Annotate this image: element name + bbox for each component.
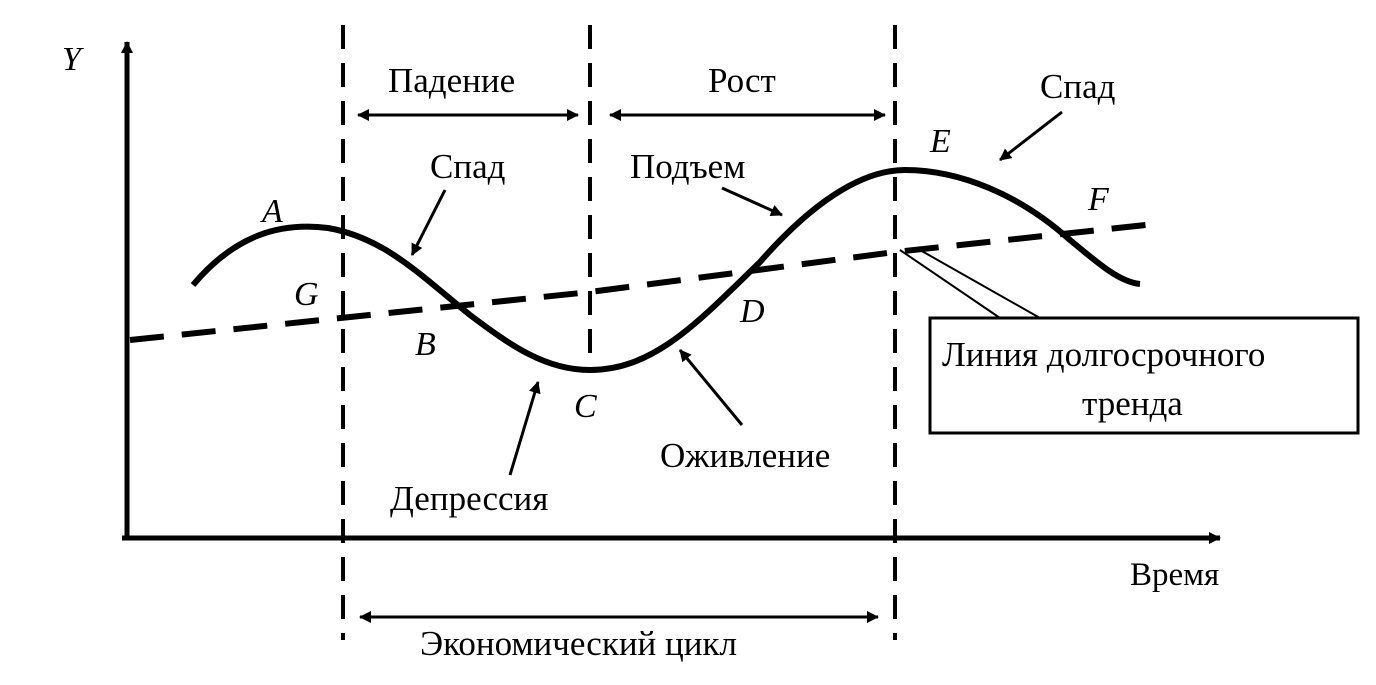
rise-label: Подъем xyxy=(630,147,745,186)
point-b: B xyxy=(415,326,436,363)
trend-callout-line2: тренда xyxy=(1082,384,1183,423)
y-axis-label: Y xyxy=(62,41,84,78)
point-g: G xyxy=(294,276,319,313)
depression-pointer xyxy=(508,381,541,476)
depression-label: Депрессия xyxy=(390,479,548,518)
cycle-curve xyxy=(190,166,1141,374)
trend-callout-line1: Линия долгосрочного xyxy=(942,335,1265,374)
decline-left-label: Спад xyxy=(430,147,506,186)
trend-callout-line-2 xyxy=(919,249,1041,319)
point-f: F xyxy=(1087,181,1110,218)
decline-right-pointer xyxy=(999,110,1063,162)
growth-phase-label: Рост xyxy=(708,61,776,100)
decline-right-label: Спад xyxy=(1040,67,1116,106)
decline-left-pointer xyxy=(410,189,447,256)
x-axis-label: Время xyxy=(1130,557,1219,593)
point-a: A xyxy=(260,193,283,230)
rise-pointer xyxy=(721,186,783,217)
trend-callout-box xyxy=(928,316,1360,435)
revival-label: Оживление xyxy=(660,436,830,475)
trend-line xyxy=(129,221,1156,343)
revival-pointer xyxy=(678,349,744,426)
point-c: C xyxy=(574,388,597,425)
trend-callout-line-1 xyxy=(899,249,1001,319)
fall-phase-label: Падение xyxy=(388,61,515,100)
point-d: D xyxy=(739,293,765,330)
point-e: E xyxy=(929,123,951,160)
cycle-label: Экономический цикл xyxy=(420,624,737,663)
